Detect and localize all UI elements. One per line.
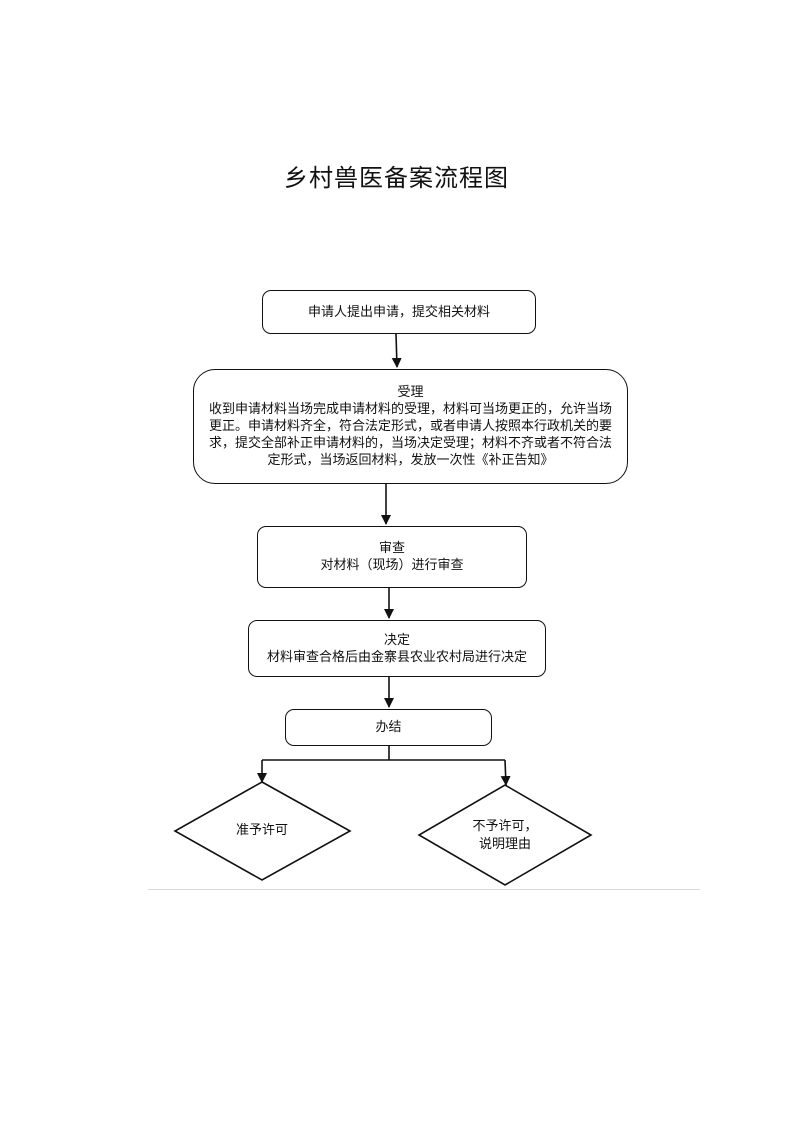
outcome-right-label: 不予许可， 说明理由 xyxy=(455,818,555,854)
outcome-left-diamond xyxy=(173,781,352,881)
step-complete-text: 办结 xyxy=(375,720,402,735)
step-apply-text: 申请人提出申请，提交相关材料 xyxy=(307,304,490,320)
step-apply-box: 申请人提出申请，提交相关材料 xyxy=(262,290,536,334)
outcome-left-text: 准予许可 xyxy=(235,823,288,838)
step-accept-heading: 受理 xyxy=(397,385,424,400)
outcome-right-line1: 不予许可， xyxy=(472,819,538,834)
page-title: 乡村兽医备案流程图 xyxy=(284,164,509,192)
arrow-to-outcome-right xyxy=(500,759,511,786)
step-review-heading: 审查 xyxy=(378,541,405,556)
step-accept-box: 受理 收到申请材料当场完成申请材料的受理，材料可当场更正的，允许当场更正。申请材… xyxy=(193,369,628,484)
outcome-right-diamond xyxy=(417,784,593,886)
step-decision-heading: 决定 xyxy=(383,632,410,648)
step-decision-body: 材料审查合格后由金寨县农业农村局进行决定 xyxy=(266,649,527,665)
step-complete-box: 办结 xyxy=(285,709,492,746)
step-decision-box: 决定 材料审查合格后由金寨县农业农村局进行决定 xyxy=(248,620,546,677)
outcome-right-line2: 说明理由 xyxy=(478,837,531,852)
arrow-step1-to-step2 xyxy=(391,333,402,368)
step-review-body: 对材料（现场）进行审查 xyxy=(320,558,464,573)
bottom-divider xyxy=(148,889,700,890)
outcome-left-label: 准予许可 xyxy=(212,822,312,840)
step-review-box: 审查 对材料（现场）进行审查 xyxy=(257,526,527,588)
step-accept-body: 收到申请材料当场完成申请材料的受理，材料可当场更正的，允许当场更正。申请材料齐全… xyxy=(208,402,612,468)
